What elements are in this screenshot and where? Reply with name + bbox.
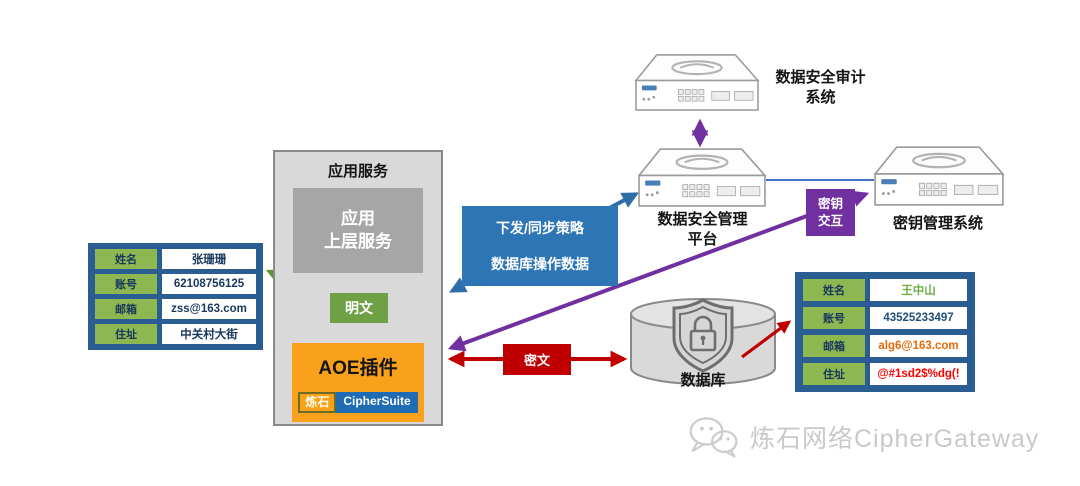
audit-system-label: 数据安全审计 系统 xyxy=(775,69,866,106)
field-label: 住址 xyxy=(95,324,157,344)
app-upper-line1: 应用 xyxy=(341,208,375,228)
key-system-label: 密钥管理系统 xyxy=(892,215,983,232)
field-label: 住址 xyxy=(803,363,865,385)
field-label: 账号 xyxy=(803,307,865,329)
audit-system-appliance xyxy=(633,52,761,113)
app-service-title: 应用服务 xyxy=(327,163,388,180)
field-label: 账号 xyxy=(95,274,157,294)
field-value: 张珊珊 xyxy=(162,249,256,269)
plaintext-record-table: 姓名 张珊珊 账号 62108756125 邮箱 zss@163.com 住址 … xyxy=(88,243,263,350)
aoe-plugin-label: AOE插件 xyxy=(318,358,398,379)
policy-line1: 下发/同步策略 xyxy=(496,220,584,236)
field-value: 中关村大街 xyxy=(162,324,256,344)
app-upper-service-box: 应用 上层服务 xyxy=(293,188,423,273)
ciphertext-tag: 密文 xyxy=(503,344,571,375)
ciphersuite-logo: 炼石 CipherSuite xyxy=(292,392,424,413)
plaintext-box: 明文 xyxy=(330,293,388,323)
encrypted-record-table: 姓名 王中山 账号 43525233497 邮箱 alg6@163.com 住址… xyxy=(795,272,975,392)
app-upper-line2: 上层服务 xyxy=(324,231,392,251)
mgmt-platform-appliance xyxy=(636,146,768,209)
table-row: 账号 62108756125 xyxy=(95,274,256,294)
app-service-box: 应用服务 应用 上层服务 明文 AOE插件 炼石 CipherSuite xyxy=(273,150,443,426)
field-label: 姓名 xyxy=(95,249,157,269)
policy-line2: 数据库操作数据 xyxy=(491,256,589,272)
field-value: 62108756125 xyxy=(162,274,256,294)
brand-en-label: CipherSuite xyxy=(336,392,418,413)
field-label: 姓名 xyxy=(803,279,865,301)
field-label: 邮箱 xyxy=(803,335,865,357)
key-exchange-tag: 密钥 交互 xyxy=(806,189,855,236)
policy-sync-box: 下发/同步策略 数据库操作数据 xyxy=(462,206,618,286)
table-row: 邮箱 zss@163.com xyxy=(95,299,256,319)
field-value: alg6@163.com xyxy=(870,335,967,357)
database-label: 数据库 xyxy=(680,372,726,389)
aoe-plugin-box: AOE插件 炼石 CipherSuite xyxy=(292,343,424,422)
wechat-watermark: 炼石网络CipherGateway xyxy=(686,412,1039,462)
field-value: 王中山 xyxy=(870,279,967,301)
field-value: zss@163.com xyxy=(162,299,256,319)
field-label: 邮箱 xyxy=(95,299,157,319)
key-system-appliance xyxy=(872,144,1006,208)
brand-cn-label: 炼石 xyxy=(298,392,337,413)
table-row: 姓名 王中山 xyxy=(803,279,967,301)
field-value: 43525233497 xyxy=(870,307,967,329)
watermark-text: 炼石网络CipherGateway xyxy=(750,425,1040,453)
wechat-icon xyxy=(689,417,738,458)
table-row: 姓名 张珊珊 xyxy=(95,249,256,269)
table-row: 住址 @#1sd2$%dg(! xyxy=(803,363,967,385)
table-row: 住址 中关村大街 xyxy=(95,324,256,344)
table-row: 邮箱 alg6@163.com xyxy=(803,335,967,357)
mgmt-platform-label: 数据安全管理 平台 xyxy=(657,211,748,248)
table-row: 账号 43525233497 xyxy=(803,307,967,329)
field-value: @#1sd2$%dg(! xyxy=(870,363,967,385)
